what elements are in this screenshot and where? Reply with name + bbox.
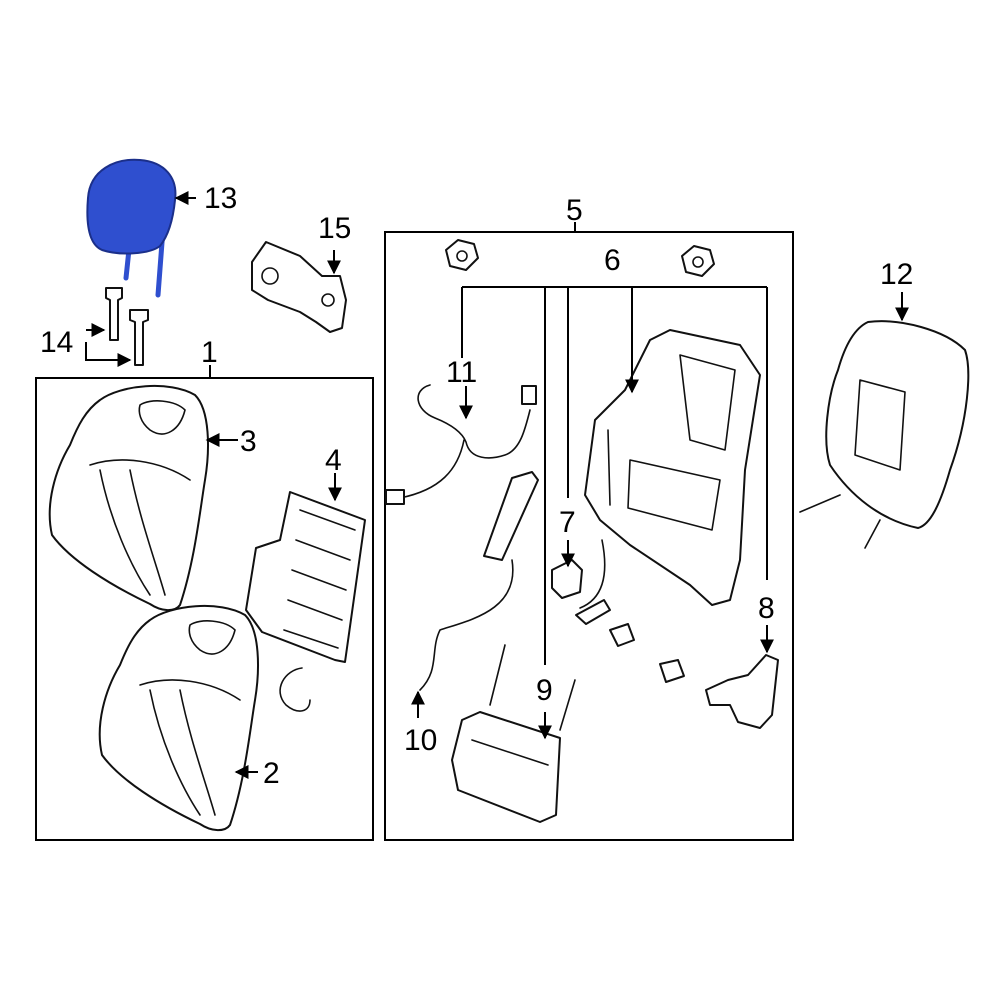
part-3-seat-back-cover[interactable]: [48, 385, 209, 612]
callout-8: 8: [758, 592, 775, 625]
group-box-5: [384, 231, 794, 841]
nut-right: [681, 245, 715, 277]
part-12-back-panel[interactable]: [799, 320, 970, 549]
part-4-pad[interactable]: [245, 491, 366, 712]
part-9-lumbar[interactable]: [451, 644, 576, 823]
part-11-wire-harness[interactable]: [385, 384, 537, 505]
part-13-headrest[interactable]: [86, 158, 177, 298]
callout-15: 15: [318, 212, 351, 245]
callout-5: 5: [566, 194, 583, 227]
callout-11: 11: [446, 356, 477, 389]
callout-3: 3: [240, 425, 257, 458]
part-6-frame[interactable]: [584, 329, 761, 606]
group-box-1: [35, 377, 374, 841]
callout-9: 9: [536, 674, 553, 707]
part-10-airbag[interactable]: [419, 471, 539, 691]
part-15-bracket[interactable]: [251, 241, 347, 333]
callout-13: 13: [204, 182, 237, 215]
leader-lines: [85, 191, 909, 779]
part-8-trim[interactable]: [705, 654, 779, 729]
part-7-bracket[interactable]: [551, 539, 685, 683]
callout-2: 2: [263, 757, 280, 790]
nut-left: [445, 239, 479, 271]
callout-4: 4: [325, 444, 342, 477]
headrest-cushion: [86, 158, 177, 255]
part-2-seat-back-cover[interactable]: [98, 605, 259, 832]
part-14-bolts[interactable]: [105, 287, 149, 366]
callout-7: 7: [559, 506, 576, 539]
callout-14: 14: [40, 326, 73, 359]
callout-12: 12: [880, 258, 913, 291]
callout-6: 6: [604, 244, 621, 277]
callout-1: 1: [201, 336, 218, 369]
callout-10: 10: [404, 724, 437, 757]
